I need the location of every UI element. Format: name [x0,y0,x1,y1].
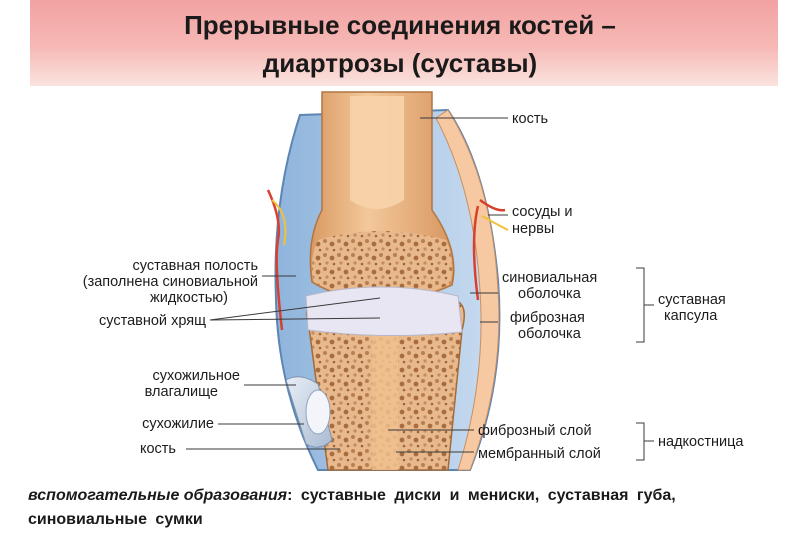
label-synovial-1: синовиальная [502,270,597,286]
page-title: Прерывные соединения костей – диартрозы … [0,6,800,82]
label-synovial-2: оболочка [518,286,582,302]
label-capsule-1: суставная [658,292,726,308]
label-periosteum: надкостница [658,434,744,450]
label-tendon: сухожилие [142,416,214,432]
periosteum-bracket [636,422,654,461]
label-fibrous-2: оболочка [518,326,582,342]
title-banner [30,0,778,86]
label-fibrous-1: фиброзная [510,310,585,326]
nerve-left [271,199,287,246]
label-sheath-2: влагалище [145,384,218,400]
label-cavity-1: суставная полость [132,258,258,274]
leader-lines [186,117,508,453]
tendon-sheath [305,389,331,435]
label-capsule-2: капсула [664,308,718,324]
page-title-line-2: диартрозы (суставы) [262,48,538,78]
label-cavity-2: (заполнена синовиальной [83,274,258,290]
footer-colon: : [287,487,293,504]
upper-bone-spongy [311,231,453,298]
label-sheath-1: сухожильное [153,368,240,384]
articular-cartilage [305,286,463,337]
label-bone-bottom: кость [140,441,176,457]
lower-bone-cortex [372,330,398,470]
fibrous-membrane [435,109,500,471]
vessels-left [266,189,284,331]
footer-note: вспомогательные образования: суставные д… [28,484,774,532]
label-vessels-2: нервы [512,221,554,237]
label-cartilage: суставной хрящ [99,313,206,329]
label-vessels-1: сосуды и [512,204,573,220]
footer-rest: суставные диски и мениски, суставная губ… [28,487,676,528]
nerve-right [481,215,509,231]
footer-emphasis: вспомогательные образования [28,487,288,504]
capsule-bracket [636,267,654,343]
vessels-right [472,198,506,301]
label-fibrous-layer: фиброзный слой [478,423,592,439]
medullary-canal [350,96,404,209]
label-bone-top: кость [512,111,548,127]
page-title-line-1: Прерывные соединения костей – [184,10,616,40]
label-cavity-3: жидкостью) [150,290,228,306]
label-membrane-layer: мембранный слой [478,446,601,462]
